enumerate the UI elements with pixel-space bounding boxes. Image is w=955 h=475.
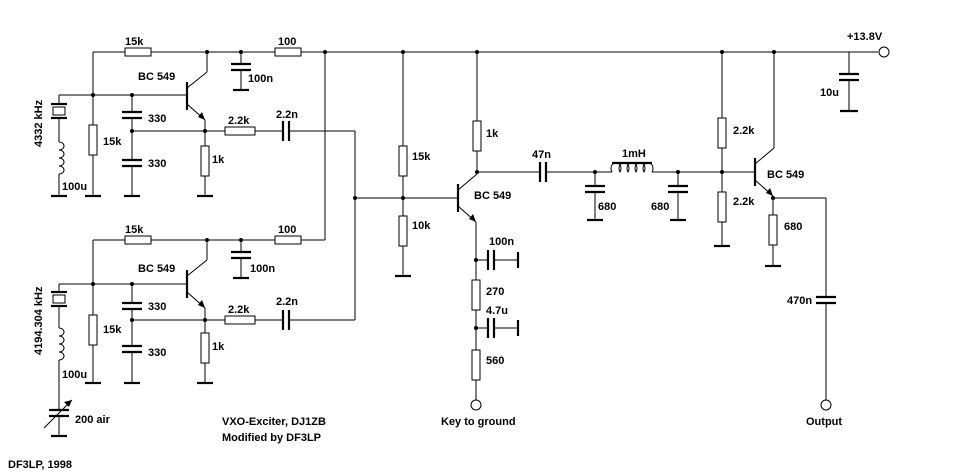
filter-c-shunt2-label: 680: [651, 201, 669, 213]
upper-r-emit-label: 1k: [212, 154, 225, 166]
lower-inductor-label: 100u: [62, 369, 87, 381]
upper-r-feed-label: 100: [278, 36, 296, 48]
trimmer-label: 200 air: [75, 414, 111, 426]
upper-crystal-label: 4332 kHz: [33, 99, 45, 147]
lower-c-fb2-label: 330: [148, 347, 166, 359]
credits: VXO-Exciter, DJ1ZB Modified by DF3LP DF3…: [8, 416, 326, 471]
credits-modified: Modified by DF3LP: [222, 432, 321, 444]
filter-inductor-label: 1mH: [622, 148, 646, 160]
lower-c-couple-label: 2.2n: [276, 296, 298, 308]
upper-c-fb1-label: 330: [148, 113, 166, 125]
output-label: Output: [806, 416, 842, 428]
lower-crystal: [52, 294, 66, 304]
output-r-emit-label: 680: [784, 221, 802, 233]
lower-r-emit-label: 1k: [212, 341, 225, 353]
output-r-bias-top-label: 2.2k: [733, 125, 755, 137]
upper-c-fb2-label: 330: [148, 158, 166, 170]
lower-transistor-label: BC 549: [138, 263, 175, 275]
credits-title: VXO-Exciter, DJ1ZB: [222, 416, 326, 428]
buffer-r-emit1-label: 270: [486, 286, 504, 298]
upper-transistor-label: BC 549: [138, 71, 175, 83]
key-label: Key to ground: [441, 416, 516, 428]
upper-inductor: [58, 141, 65, 175]
lower-crystal-label: 4194.304 kHz: [33, 286, 45, 355]
buffer-stage: 15k 10k BC 549 1k 100n 270 4.7u: [353, 50, 520, 428]
upper-r-top-label: 15k: [125, 36, 144, 48]
credits-signature: DF3LP, 1998: [8, 459, 72, 471]
buffer-r-emit2-label: 560: [486, 355, 504, 367]
buffer-r-bias-top-label: 15k: [412, 151, 431, 163]
supply-rail: +13.8V 10u: [207, 31, 890, 113]
upper-crystal: [52, 106, 66, 116]
output-transistor-label: BC 549: [767, 169, 804, 181]
buffer-c-emit1-label: 100n: [489, 236, 514, 248]
lower-inductor: [58, 327, 65, 361]
c-supply-label: 10u: [820, 87, 839, 99]
filter-stage: 47n 680 1mH 680: [477, 148, 755, 222]
output-stage: 2.2k 2.2k BC 549 680 470n Output: [714, 50, 842, 428]
upper-r-series-label: 2.2k: [228, 115, 250, 127]
lower-c-fb1-label: 330: [148, 301, 166, 313]
output-c-out-label: 470n: [787, 295, 812, 307]
upper-c-dec-label: 100n: [248, 73, 273, 85]
lower-r-series-label: 2.2k: [228, 304, 250, 316]
lower-oscillator: 15k 100n 100 BC 549 15k: [33, 198, 356, 438]
supply-label: +13.8V: [847, 31, 883, 43]
upper-oscillator: 15k 100n 100 BC 549 15k: [33, 36, 356, 198]
upper-r-bias-label: 15k: [103, 136, 122, 148]
buffer-c-emit2-label: 4.7u: [486, 305, 508, 317]
lower-c-dec-label: 100n: [250, 263, 275, 275]
buffer-r-bias-bot-label: 10k: [412, 220, 431, 232]
upper-inductor-label: 100u: [62, 181, 87, 193]
buffer-transistor-label: BC 549: [474, 190, 511, 202]
lower-r-feed-label: 100: [278, 224, 296, 236]
buffer-r-coll-label: 1k: [486, 128, 499, 140]
lower-r-top-label: 15k: [125, 224, 144, 236]
key-terminal: [470, 399, 482, 411]
output-terminal: [820, 399, 832, 411]
upper-c-couple-label: 2.2n: [276, 109, 298, 121]
filter-c-in-label: 47n: [532, 149, 551, 161]
output-r-bias-bot-label: 2.2k: [733, 196, 755, 208]
lower-r-bias-label: 15k: [103, 324, 122, 336]
supply-terminal: [878, 46, 890, 58]
filter-c-shunt1-label: 680: [598, 201, 616, 213]
